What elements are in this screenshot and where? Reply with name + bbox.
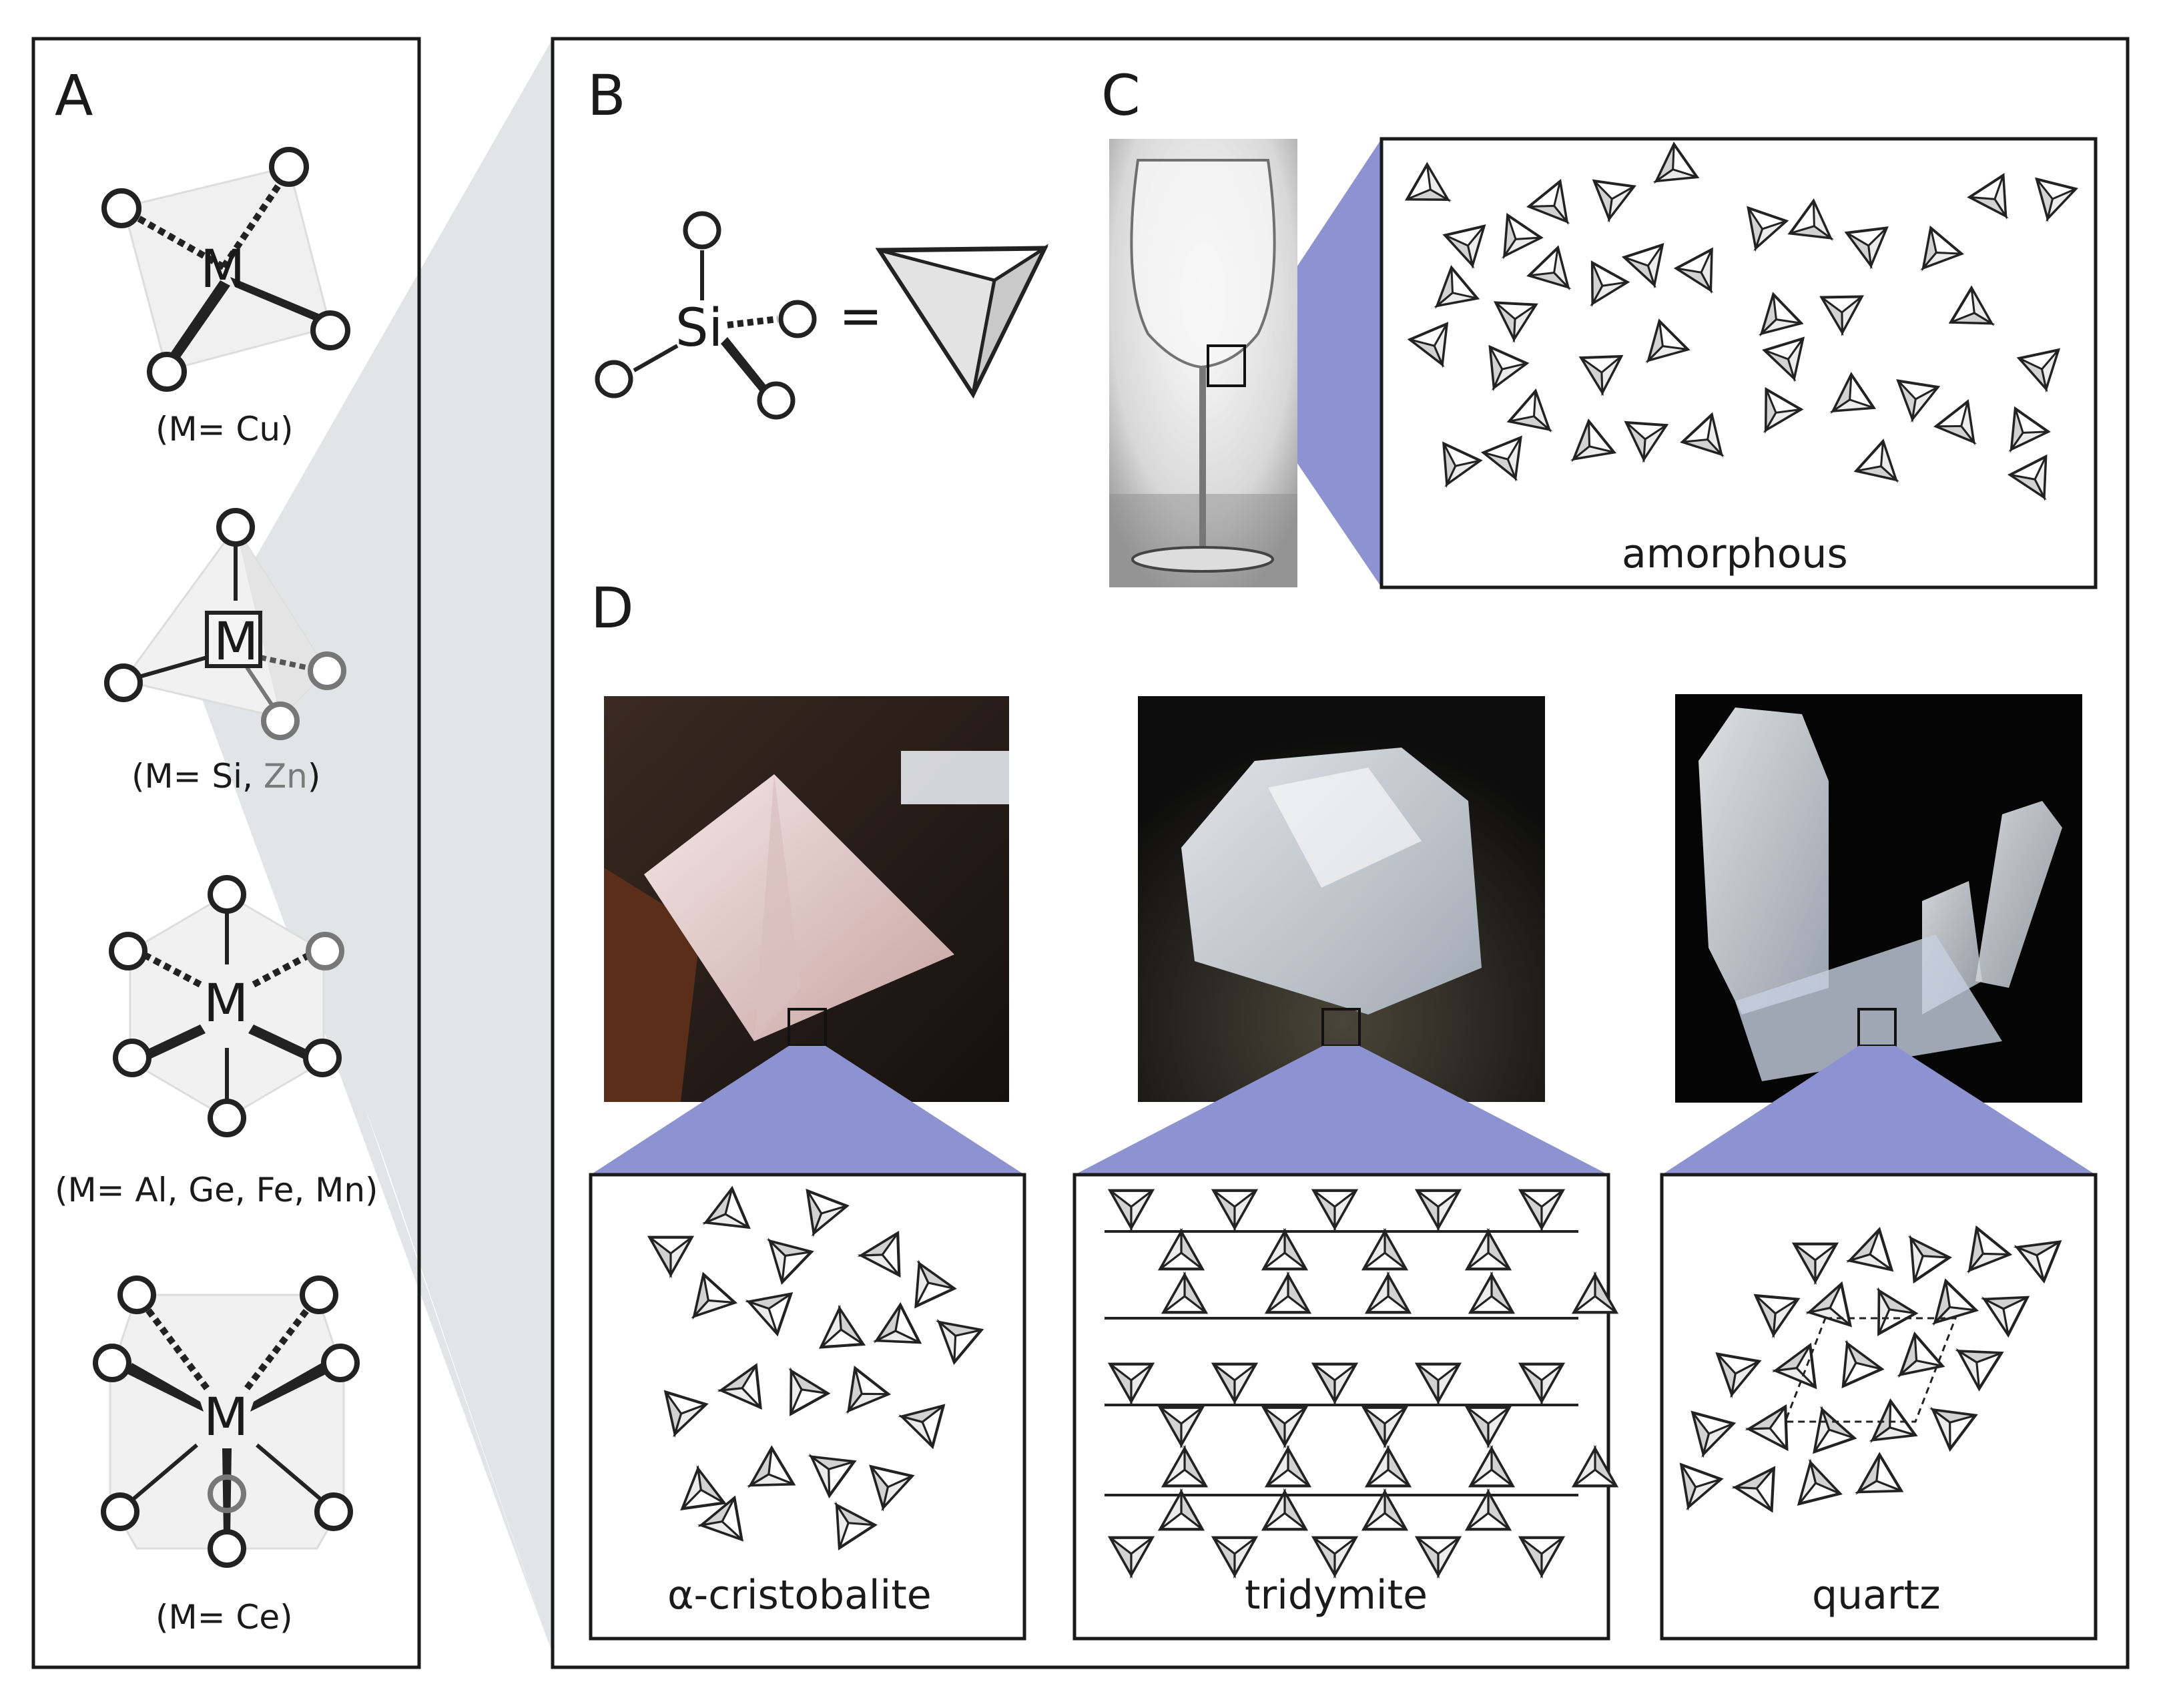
caption-cu: (M= Cu)	[156, 410, 294, 449]
caption-al-ge-fe-mn: (M= Al, Ge, Fe, Mn)	[55, 1171, 378, 1209]
tridymite-photo	[1138, 696, 1545, 1102]
tridymite-caption: tridymite	[1245, 1572, 1428, 1619]
sio4-structure: Si	[595, 211, 817, 420]
quartz-photo	[1675, 694, 2082, 1103]
amorphous-caption: amorphous	[1622, 531, 1848, 577]
square-planar-complex: M	[101, 147, 350, 392]
quartz-caption: quartz	[1812, 1572, 1941, 1619]
zoom-wedge-cristobalite	[591, 1046, 1024, 1175]
svg-text:Si: Si	[675, 298, 723, 358]
tetrahedral-complex: M	[104, 508, 346, 740]
unit-cell-outline	[1783, 1317, 1957, 1423]
cristobalite-caption: α-cristobalite	[667, 1572, 932, 1619]
tridymite-network	[1105, 1191, 1616, 1575]
zoom-wedge-tridymite	[1074, 1046, 1608, 1175]
cristobalite-photo	[604, 696, 1009, 1102]
panel-c-label: C	[1101, 63, 1141, 128]
panel-a-label: A	[55, 63, 93, 128]
caption-si-zn: (M= Si, Zn)	[131, 757, 320, 796]
svg-text:M: M	[200, 240, 245, 300]
equals-sign: =	[839, 286, 882, 346]
tetrahedron-symbol	[875, 244, 1049, 399]
zoom-wedge-quartz	[1662, 1046, 2096, 1175]
caption-ce: (M= Ce)	[156, 1598, 293, 1637]
tridymite-box	[1072, 1173, 1610, 1641]
panel-b-label: B	[587, 63, 626, 128]
quartz-network	[1668, 1227, 2060, 1514]
wine-glass-photo	[1109, 139, 1297, 587]
svg-text:M: M	[204, 974, 248, 1034]
panel-d-label: D	[591, 575, 634, 641]
svg-text:M: M	[204, 1388, 248, 1448]
octahedral-complex: M	[109, 875, 344, 1137]
svg-text:M: M	[214, 612, 258, 672]
panel-a-frame	[31, 37, 421, 1669]
cubic-complex: M	[93, 1275, 360, 1568]
